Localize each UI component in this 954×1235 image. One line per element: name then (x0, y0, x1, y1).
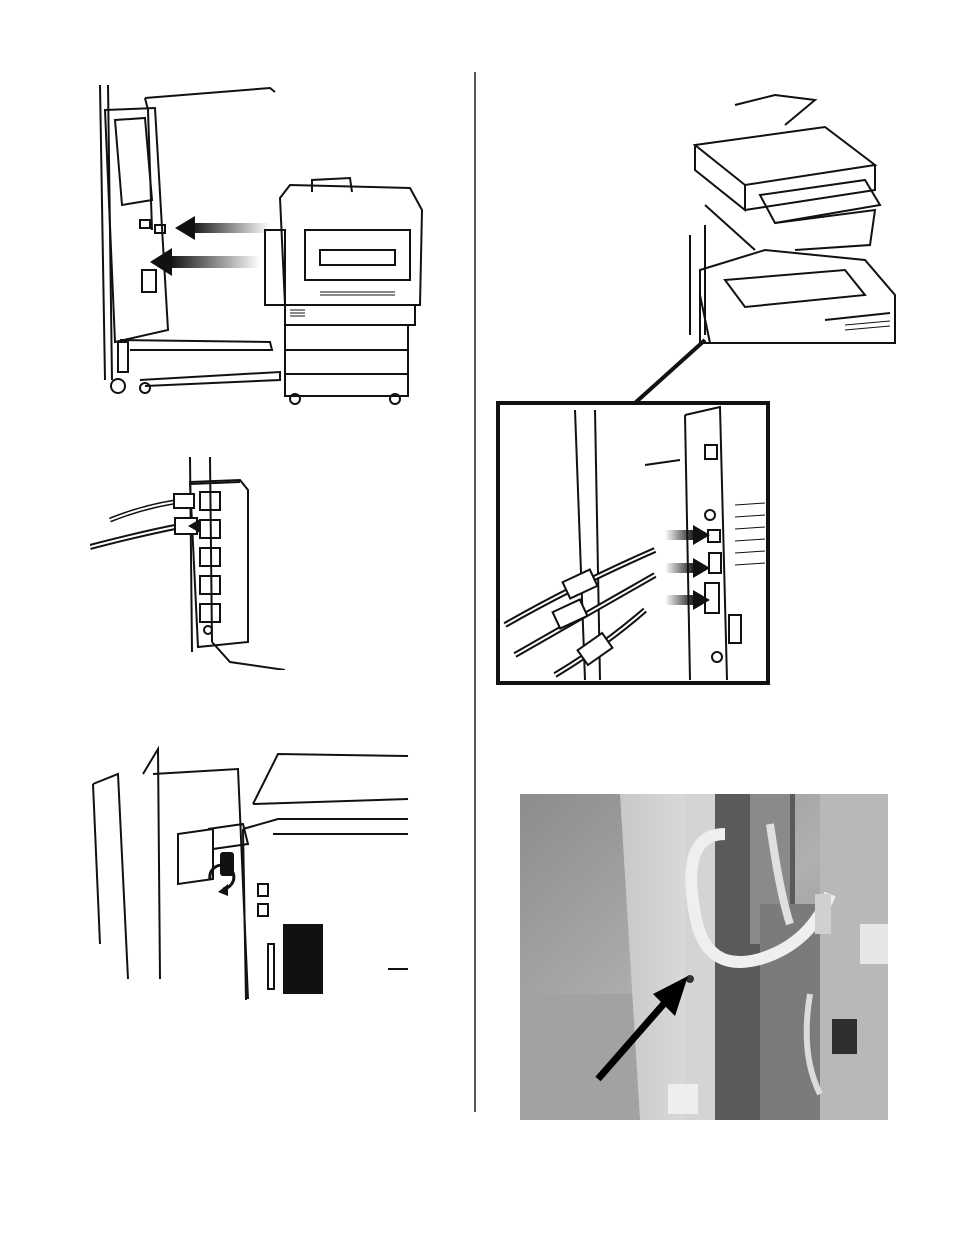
thumbscrew-rotate-illustration (88, 744, 410, 1000)
power-cord-strip-illustration (90, 452, 285, 670)
vent-grille (283, 924, 323, 994)
figure-cable-photo (520, 794, 888, 1120)
arrow-left-icon (150, 248, 260, 276)
figure-printer-on-stand (90, 80, 430, 410)
column-divider (474, 72, 476, 1112)
mfp-cable-connection-illustration (495, 85, 905, 685)
cable-routing-photo (520, 794, 888, 1120)
arrow-left-icon (175, 216, 270, 240)
figure-thumbscrew (88, 744, 410, 1000)
printer-on-stand-illustration (90, 80, 430, 410)
figure-cable-connection (495, 85, 905, 685)
figure-power-strip (90, 452, 285, 670)
